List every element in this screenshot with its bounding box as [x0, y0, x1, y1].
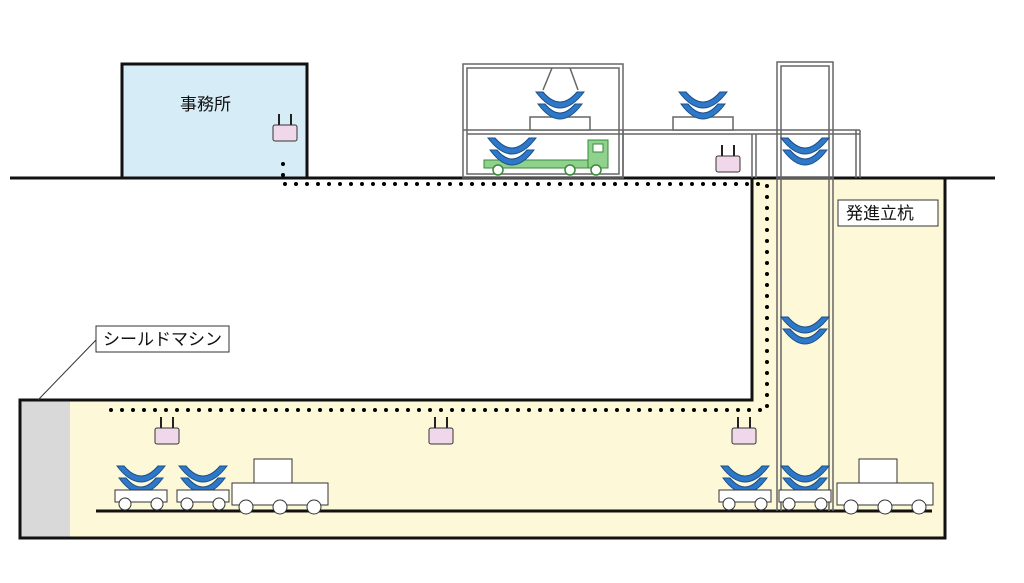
segment-icon — [780, 137, 830, 166]
surface-facility — [462, 61, 861, 179]
office-building: 事務所 — [120, 62, 309, 180]
shield-machine-face — [20, 400, 70, 538]
office-label: 事務所 — [180, 95, 231, 115]
tunnel — [18, 178, 947, 540]
network-cable — [101, 162, 769, 412]
surface-router-icon — [715, 144, 741, 173]
shield-machine-label: シールドマシン — [103, 330, 222, 350]
hoist-column — [776, 178, 834, 511]
truck-icon — [483, 139, 609, 176]
shield-machine-callout: シールドマシン — [37, 325, 230, 401]
shaft-label: 発進立杭 — [846, 204, 914, 224]
segment-icon — [678, 91, 728, 120]
shaft-label-box: 発進立杭 — [837, 199, 939, 227]
segment-icon — [535, 91, 585, 120]
